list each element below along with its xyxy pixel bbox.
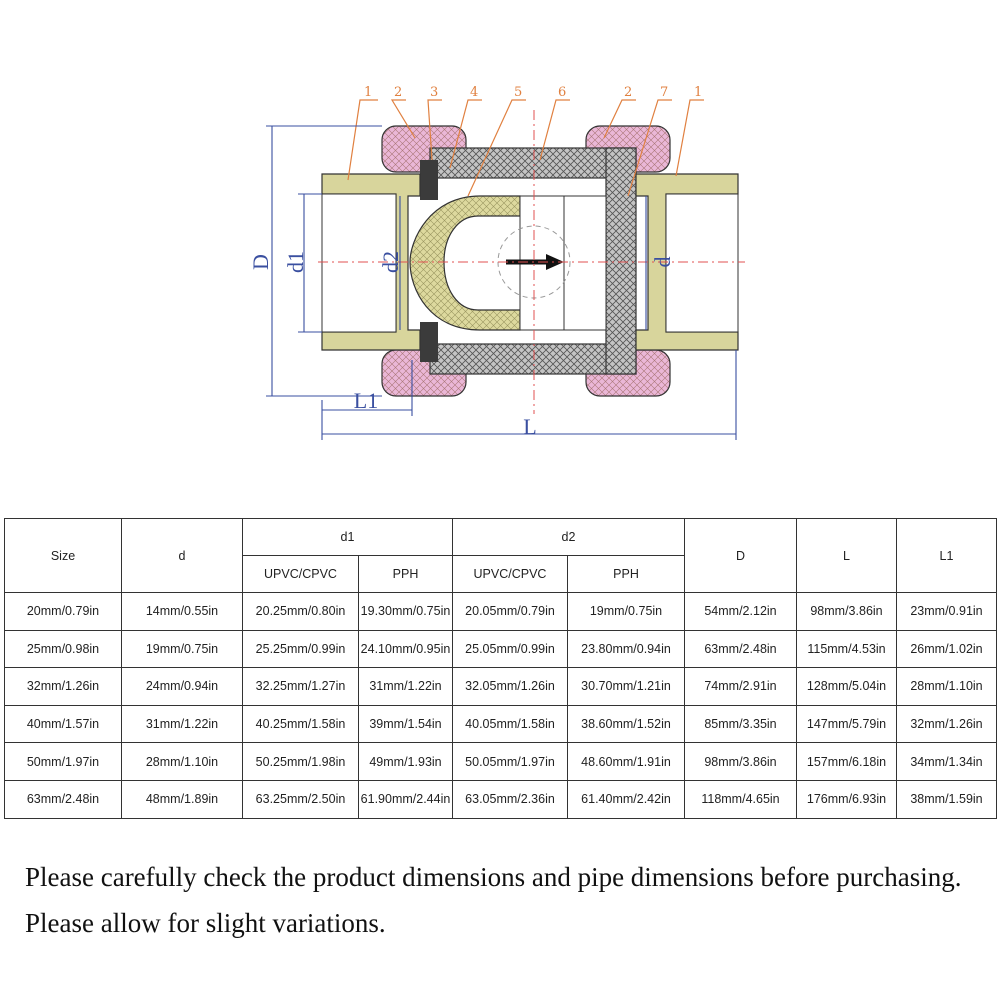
callout-6: 6: [558, 85, 566, 100]
table-cell: 39mm/1.54in: [358, 704, 453, 744]
callout-1: 1: [364, 85, 372, 100]
dim-label-L: L: [523, 414, 536, 439]
table-cell: 147mm/5.79in: [796, 704, 897, 744]
centerlines: [318, 110, 745, 414]
table-cell: 54mm/2.12in: [684, 592, 797, 631]
table-cell: 115mm/4.53in: [796, 629, 897, 669]
table-cell: 31mm/1.22in: [358, 667, 453, 706]
table-cell: 28mm/1.10in: [896, 667, 997, 706]
table-cell: 63mm/2.48in: [4, 779, 122, 819]
table-cell: 25.25mm/0.99in: [242, 629, 359, 669]
header-d1: d1: [242, 518, 453, 556]
table-cell: 61.40mm/2.42in: [567, 779, 685, 819]
table-cell: 25mm/0.98in: [4, 629, 122, 669]
callout-1b: 1: [694, 85, 702, 100]
callout-3: 3: [430, 85, 438, 100]
dim-label-D: D: [248, 254, 273, 270]
callout-7: 7: [660, 85, 668, 100]
table-cell: 14mm/0.55in: [121, 592, 243, 631]
table-cell: 74mm/2.91in: [684, 667, 797, 706]
table-cell: 98mm/3.86in: [796, 592, 897, 631]
table-cell: 19.30mm/0.75in: [358, 592, 453, 631]
dim-label-L1: L1: [354, 388, 378, 413]
table-cell: 118mm/4.65in: [684, 779, 797, 819]
callout-leaders: [347, 99, 704, 197]
header-d1-upvc: UPVC/CPVC: [242, 555, 359, 593]
dimension-spec-table: Size d d1 d2 D L L1 UPVC/CPVC PPH UPVC/C…: [4, 518, 997, 819]
table-cell: 63.25mm/2.50in: [242, 779, 359, 819]
table-cell: 30.70mm/1.21in: [567, 667, 685, 706]
table-cell: 40.05mm/1.58in: [452, 704, 568, 744]
table-cell: 49mm/1.93in: [358, 742, 453, 781]
table-cell: 63.05mm/2.36in: [452, 779, 568, 819]
table-cell: 40.25mm/1.58in: [242, 704, 359, 744]
dim-label-d: d: [650, 257, 675, 268]
table-cell: 32mm/1.26in: [4, 667, 122, 706]
table-cell: 32.05mm/1.26in: [452, 667, 568, 706]
dimension-labels: D d1 d2 d L1 L: [248, 251, 675, 439]
check-valve-cross-section-diagram: 1 2 3 4 5 6 2 7 1 D d1 d2 d L1 L: [248, 85, 745, 440]
table-cell: 24.10mm/0.95in: [358, 629, 453, 669]
callout-2: 2: [394, 85, 402, 100]
table-cell: 26mm/1.02in: [896, 629, 997, 669]
table-cell: 38.60mm/1.52in: [567, 704, 685, 744]
table-cell: 38mm/1.59in: [896, 779, 997, 819]
table-cell: 19mm/0.75in: [121, 629, 243, 669]
header-L1: L1: [896, 518, 997, 593]
purchase-notes: Please carefully check the product dimen…: [25, 860, 975, 952]
dim-label-d1: d1: [283, 251, 308, 273]
callout-2b: 2: [624, 85, 632, 100]
table-cell: 63mm/2.48in: [684, 629, 797, 669]
header-D-outer: D: [684, 518, 797, 593]
callout-4: 4: [470, 85, 478, 100]
table-cell: 176mm/6.93in: [796, 779, 897, 819]
header-d2-upvc: UPVC/CPVC: [452, 555, 568, 593]
header-d1-pph: PPH: [358, 555, 453, 593]
table-cell: 23.80mm/0.94in: [567, 629, 685, 669]
table-cell: 34mm/1.34in: [896, 742, 997, 781]
header-L: L: [796, 518, 897, 593]
table-cell: 32mm/1.26in: [896, 704, 997, 744]
table-cell: 20mm/0.79in: [4, 592, 122, 631]
table-cell: 85mm/3.35in: [684, 704, 797, 744]
note-allow-variations: Please allow for slight variations.: [25, 908, 386, 938]
callout-5: 5: [514, 85, 522, 100]
table-cell: 28mm/1.10in: [121, 742, 243, 781]
table-cell: 128mm/5.04in: [796, 667, 897, 706]
table-cell: 23mm/0.91in: [896, 592, 997, 631]
table-cell: 32.25mm/1.27in: [242, 667, 359, 706]
table-cell: 20.25mm/0.80in: [242, 592, 359, 631]
table-cell: 20.05mm/0.79in: [452, 592, 568, 631]
table-cell: 40mm/1.57in: [4, 704, 122, 744]
table-cell: 50mm/1.97in: [4, 742, 122, 781]
end-connector-right: [635, 173, 739, 351]
table-cell: 61.90mm/2.44in: [358, 779, 453, 819]
table-cell: 157mm/6.18in: [796, 742, 897, 781]
note-check-dimensions: Please carefully check the product dimen…: [25, 862, 962, 892]
header-d2-pph: PPH: [567, 555, 685, 593]
table-cell: 25.05mm/0.99in: [452, 629, 568, 669]
callout-numbers: 1 2 3 4 5 6 2 7 1: [364, 85, 702, 100]
table-cell: 24mm/0.94in: [121, 667, 243, 706]
table-cell: 98mm/3.86in: [684, 742, 797, 781]
dim-label-d2: d2: [378, 251, 403, 273]
table-cell: 50.05mm/1.97in: [452, 742, 568, 781]
table-cell: 19mm/0.75in: [567, 592, 685, 631]
table-cell: 50.25mm/1.98in: [242, 742, 359, 781]
table-cell: 48mm/1.89in: [121, 779, 243, 819]
header-size: Size: [4, 518, 122, 593]
table-cell: 31mm/1.22in: [121, 704, 243, 744]
table-cell: 48.60mm/1.91in: [567, 742, 685, 781]
header-d2: d2: [452, 518, 685, 556]
header-d: d: [121, 518, 243, 593]
dimension-lines: [266, 125, 737, 440]
